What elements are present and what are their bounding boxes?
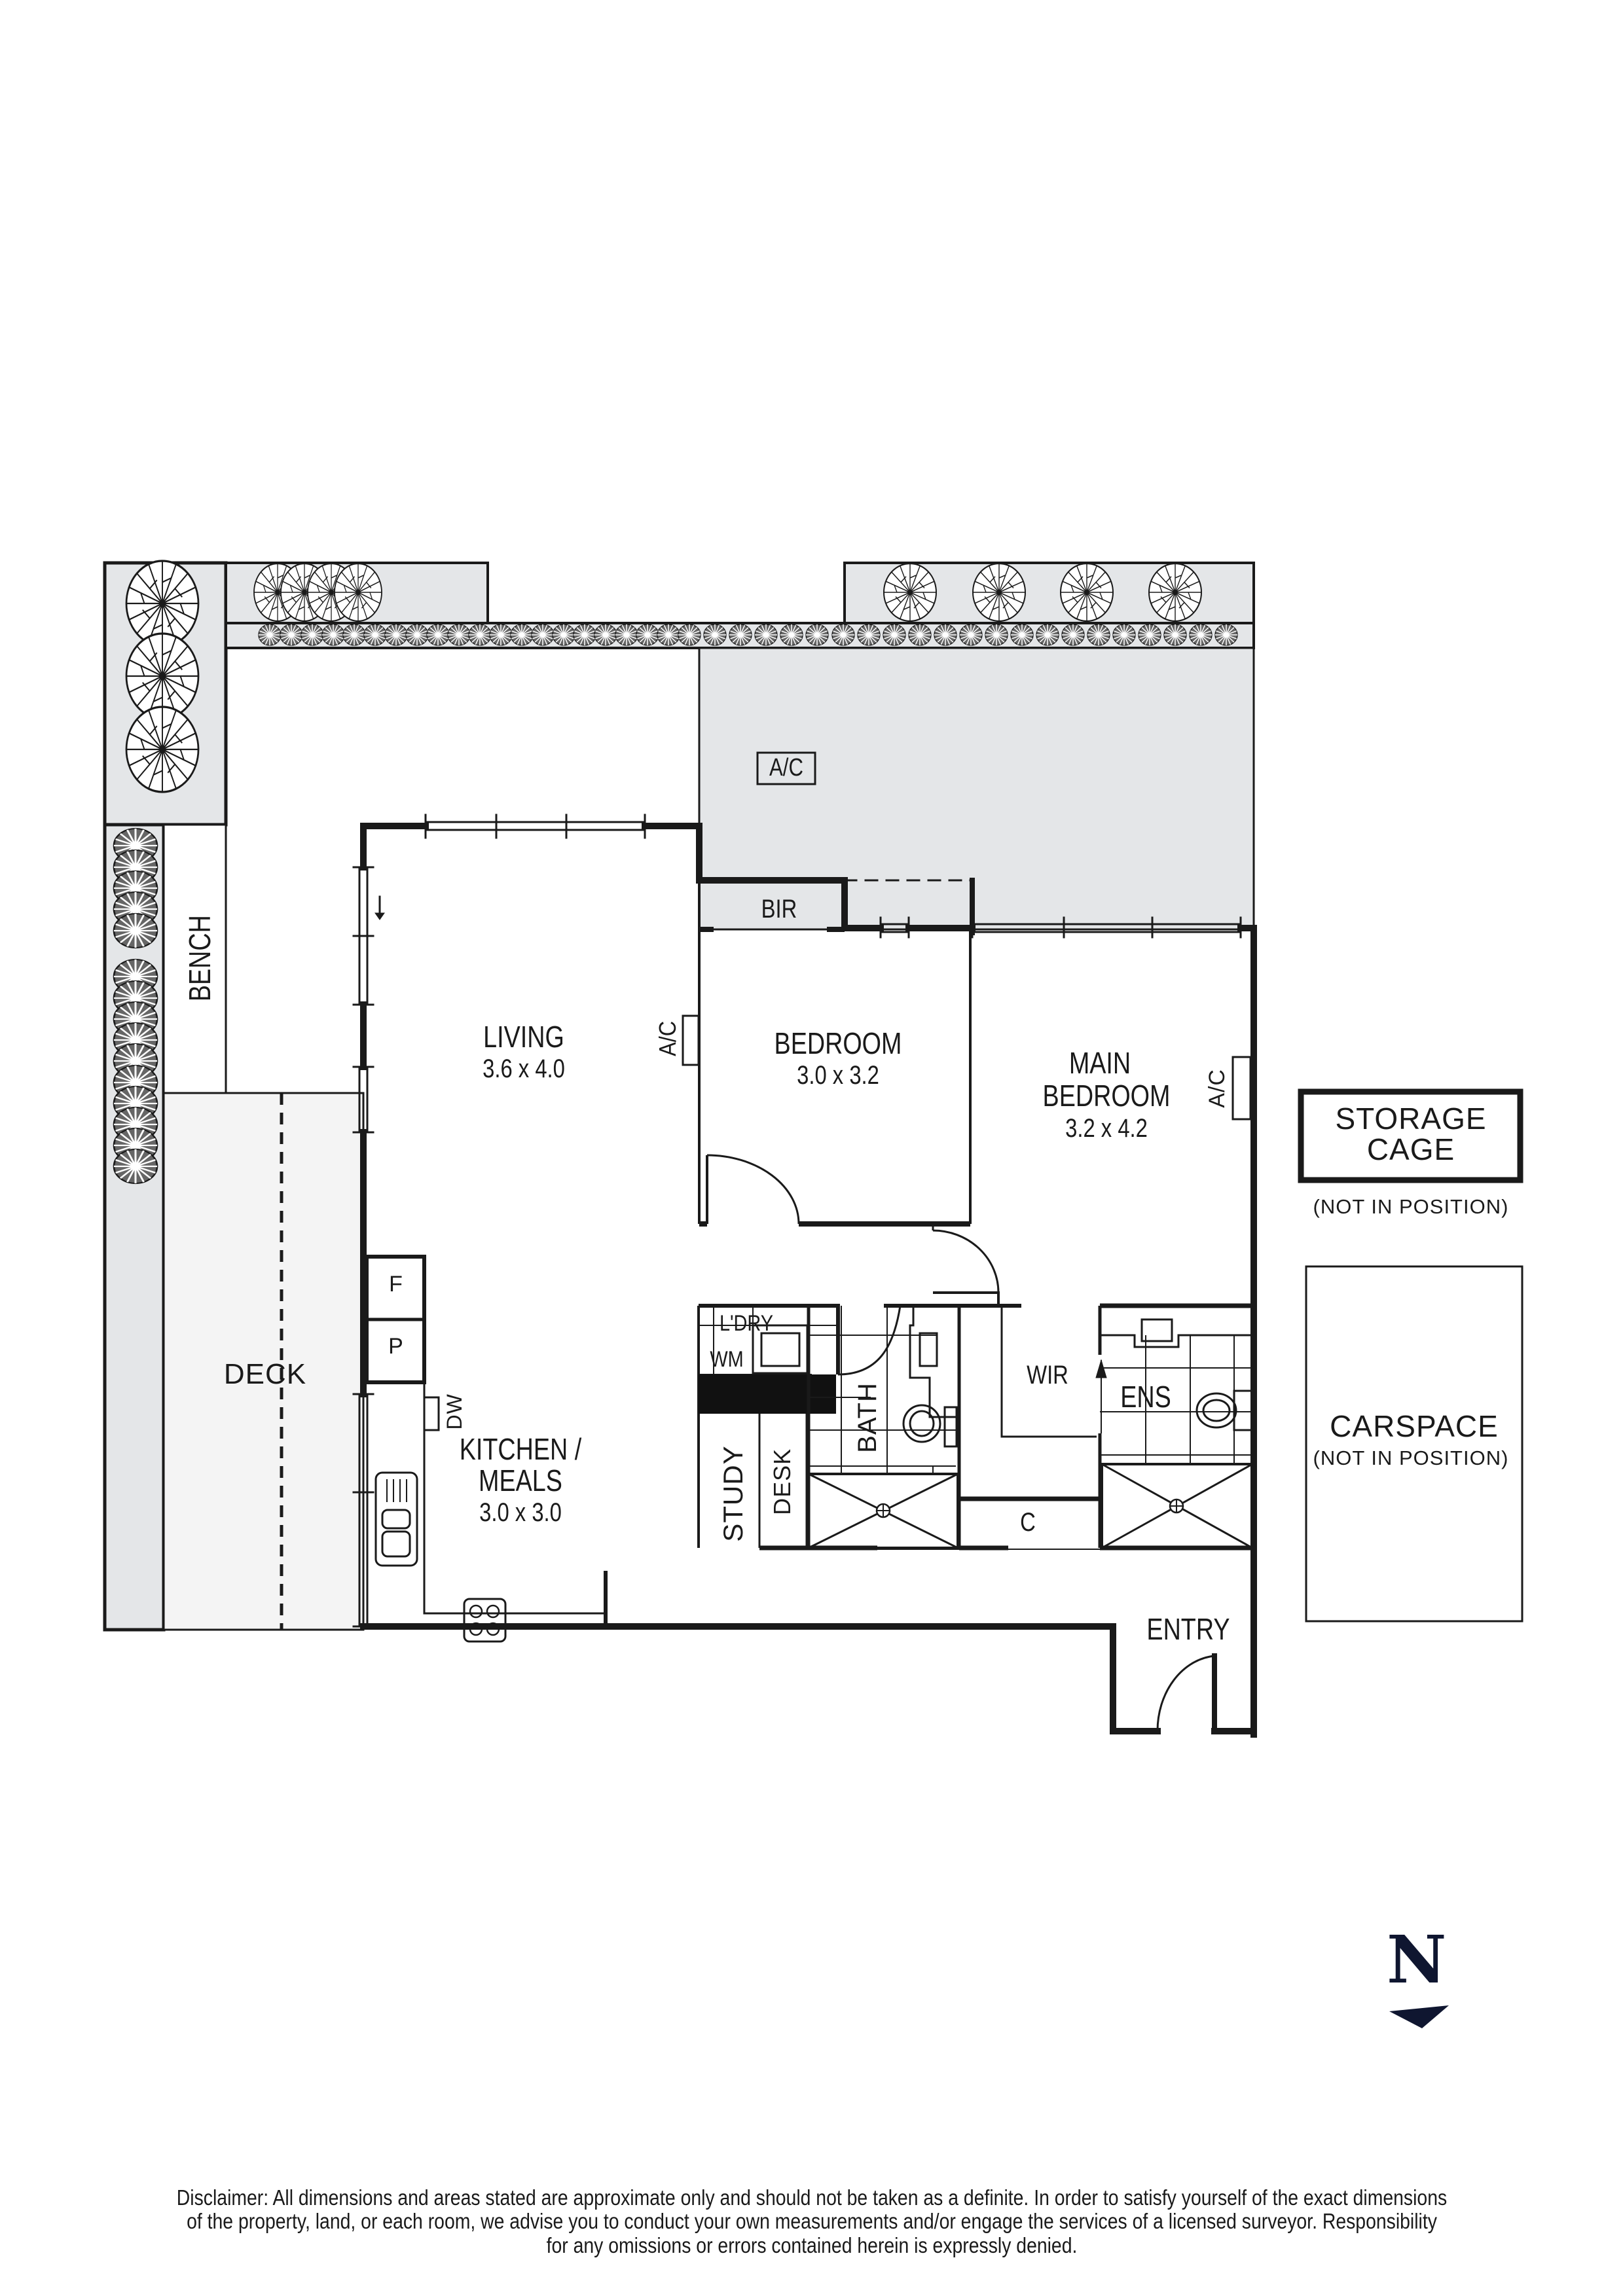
fridge-label: F (389, 1272, 403, 1297)
kitchen-dims: 3.0 x 3.0 (479, 1498, 562, 1527)
pantry-label: P (388, 1334, 404, 1359)
ac-terrace-label: A/C (769, 754, 803, 781)
storage-cage-label-line1: STORAGE (1335, 1102, 1487, 1136)
living-label: LIVING (483, 1020, 564, 1054)
desk-label: DESK (769, 1448, 796, 1515)
entry-label: ENTRY (1146, 1612, 1230, 1646)
bath-label: BATH (853, 1382, 882, 1453)
ac-living-label: A/C (654, 1020, 682, 1056)
bedroom-label: BEDROOM (774, 1026, 902, 1060)
bench-label: BENCH (182, 915, 217, 1002)
deck-label: DECK (223, 1358, 307, 1390)
disclaimer-line-1: Disclaimer: All dimensions and areas sta… (176, 2185, 1448, 2210)
wir-label: WIR (1027, 1361, 1068, 1390)
interior-walls (365, 751, 1254, 1643)
north-arrow-icon (1389, 2005, 1449, 2028)
exterior-walls (352, 814, 1257, 1738)
main-bedroom-label-line2: BEDROOM (1042, 1079, 1171, 1113)
kitchen-label-line2: MEALS (479, 1463, 562, 1498)
disclaimer: Disclaimer: All dimensions and areas sta… (170, 2185, 1454, 2257)
living-dims: 3.6 x 4.0 (483, 1054, 565, 1083)
laundry-label: L'DRY (719, 1311, 774, 1336)
disclaimer-line-2: of the property, land, or each room, we … (187, 2209, 1437, 2234)
disclaimer-line-3: for any omissions or errors contained he… (546, 2233, 1078, 2257)
carspace-label: CARSPACE (1330, 1409, 1499, 1443)
study-label: STUDY (717, 1445, 748, 1542)
bedroom-dims: 3.0 x 3.2 (797, 1061, 879, 1090)
ac-main-bedroom-label: A/C (1205, 1069, 1230, 1108)
wm-label: WM (710, 1347, 744, 1372)
main-bedroom-dims: 3.2 x 4.2 (1065, 1114, 1148, 1143)
storage-cage-label-line2: CAGE (1366, 1132, 1455, 1166)
north-label: N (1387, 1921, 1447, 1998)
bir-label: BIR (761, 895, 797, 924)
offsite-boxes (1298, 1088, 1523, 1623)
cupboard-label: C (1020, 1508, 1036, 1537)
storage-cage-note: (NOT IN POSITION) (1313, 1195, 1509, 1218)
main-bedroom-label-line1: MAIN (1068, 1046, 1131, 1080)
dishwasher-label: DW (443, 1393, 467, 1430)
ens-label: ENS (1120, 1380, 1171, 1414)
carspace-note: (NOT IN POSITION) (1313, 1446, 1509, 1469)
kitchen-label-line1: KITCHEN / (459, 1432, 582, 1466)
